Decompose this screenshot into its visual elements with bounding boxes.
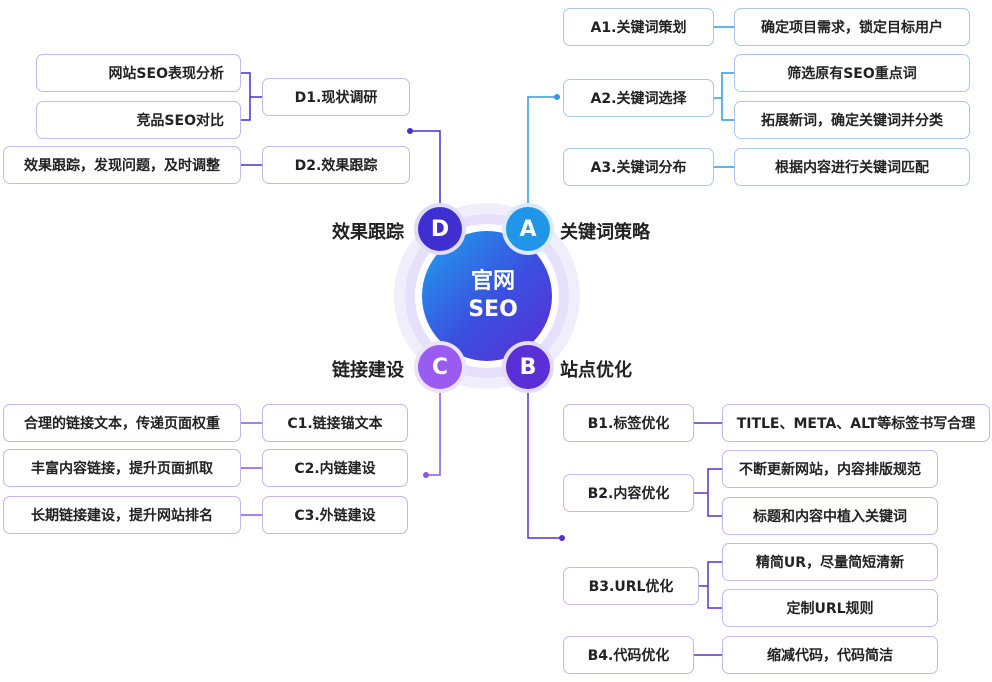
branch-b-letter: B [519, 354, 537, 380]
b4-detail-box: 缩减代码，代码简洁 [722, 636, 938, 674]
center-title-line2: SEO [468, 297, 518, 322]
d2-detail-box: 效果跟踪，发现问题，及时调整 [3, 146, 241, 184]
b3-title-box: B3.URL优化 [563, 567, 699, 605]
a3-detail-box: 根据内容进行关键词匹配 [734, 148, 970, 186]
branch-b-label: 站点优化 [560, 360, 632, 381]
b3-detail-box: 定制URL规则 [722, 589, 938, 627]
c1-detail-box: 合理的链接文本，传递页面权重 [3, 404, 241, 442]
b1-title-box: B1.标签优化 [563, 404, 694, 442]
b2-detail-box: 标题和内容中植入关键词 [722, 497, 938, 535]
branch-c-letter: C [431, 354, 449, 380]
a1-title-box: A1.关键词策划 [563, 8, 714, 46]
branch-a-badge: A [506, 207, 550, 251]
center-title-line1: 官网 [470, 269, 515, 294]
c1-title-box: C1.链接锚文本 [262, 404, 408, 442]
branch-d-badge: D [418, 207, 462, 251]
d2-title-box: D2.效果跟踪 [262, 146, 410, 184]
branch-d-label: 效果跟踪 [332, 222, 404, 243]
a2-detail-box: 拓展新词，确定关键词并分类 [734, 101, 970, 139]
branch-d-letter: D [430, 216, 450, 242]
c3-title-box: C3.外链建设 [262, 496, 408, 534]
c2-title-box: C2.内链建设 [262, 449, 408, 487]
d1-detail-box: 网站SEO表现分析 [36, 54, 241, 92]
a1-detail-box: 确定项目需求，锁定目标用户 [734, 8, 970, 46]
b2-detail-box: 不断更新网站，内容排版规范 [722, 450, 938, 488]
branch-a-letter: A [519, 216, 537, 242]
c2-detail-box: 丰富内容链接，提升页面抓取 [3, 449, 241, 487]
b2-title-box: B2.内容优化 [563, 474, 694, 512]
b3-detail-box: 精简UR，尽量简短清新 [722, 543, 938, 581]
d1-detail-box: 竞品SEO对比 [36, 101, 241, 139]
a3-title-box: A3.关键词分布 [563, 148, 714, 186]
branch-c-badge: C [418, 345, 462, 389]
b1-detail-box: TITLE、META、ALT等标签书写合理 [722, 404, 990, 442]
branch-a-label: 关键词策略 [560, 222, 650, 243]
c3-detail-box: 长期链接建设，提升网站排名 [3, 496, 241, 534]
a2-detail-box: 筛选原有SEO重点词 [734, 54, 970, 92]
branch-b-badge: B [506, 345, 550, 389]
a2-title-box: A2.关键词选择 [563, 79, 714, 117]
branch-c-label: 链接建设 [332, 360, 404, 381]
center-title: 官网 SEO [433, 268, 553, 324]
b4-title-box: B4.代码优化 [563, 636, 694, 674]
d1-title-box: D1.现状调研 [262, 78, 410, 116]
